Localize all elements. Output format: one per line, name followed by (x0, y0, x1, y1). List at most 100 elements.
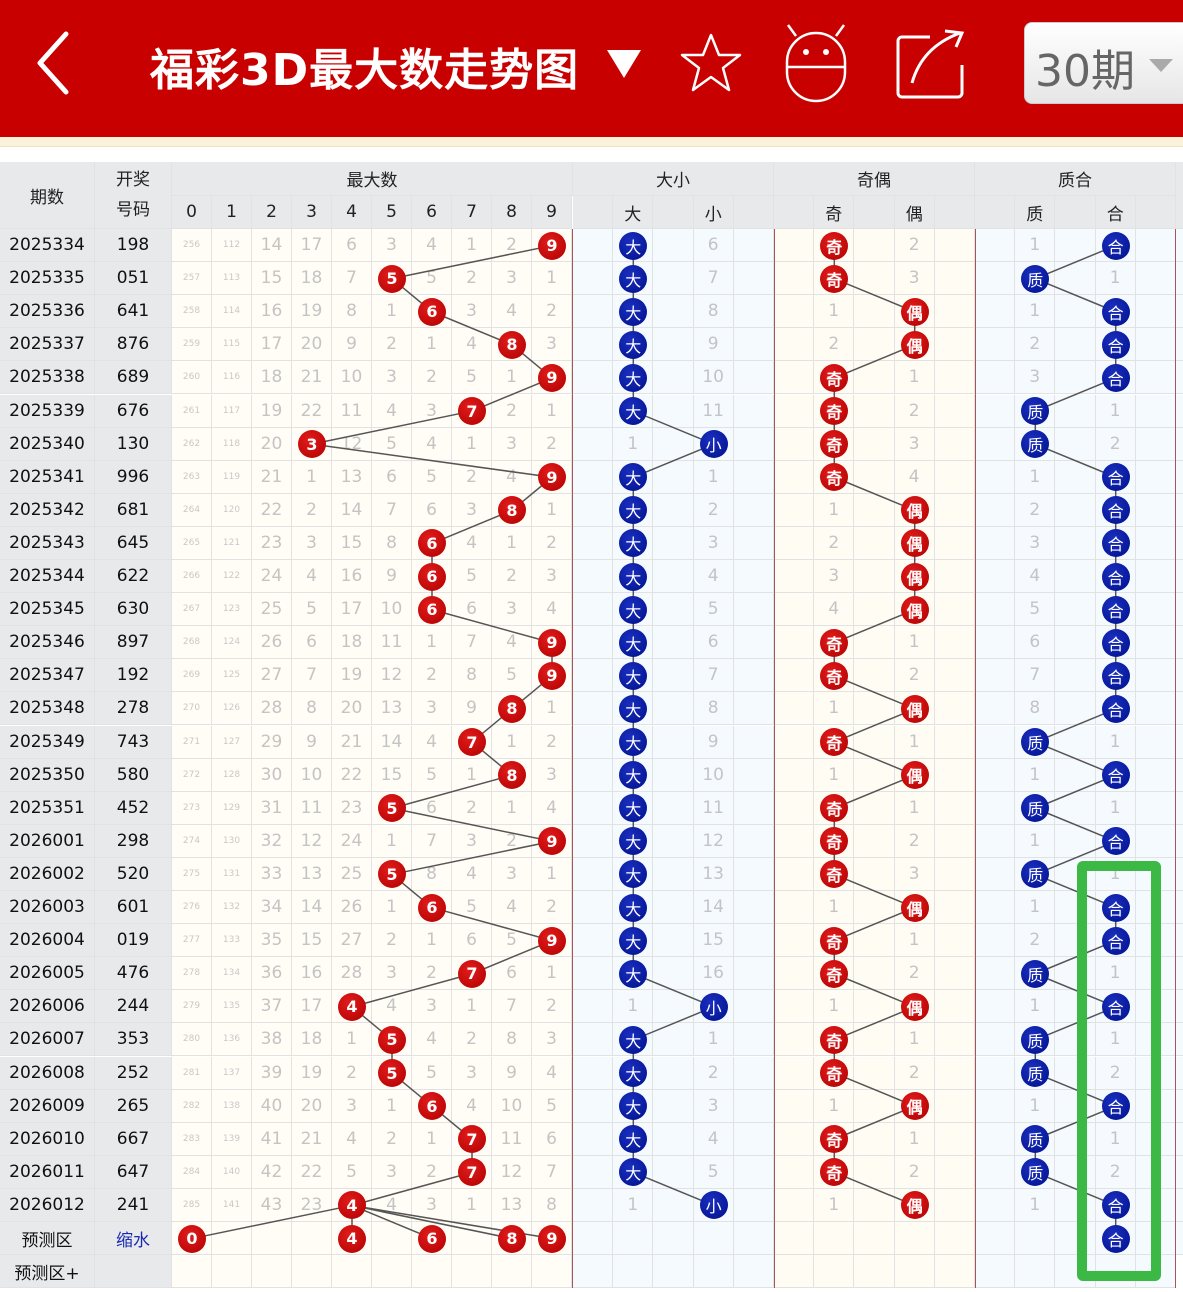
forecast-plus-cell[interactable] (252, 1255, 292, 1289)
miss-cell-1: 122 (212, 560, 252, 594)
max-digit-ball: 5 (378, 264, 406, 293)
forecast-plus-cell[interactable] (452, 1255, 492, 1289)
forecast-plus-cell[interactable] (934, 1255, 975, 1289)
forecast-cell[interactable] (653, 1222, 694, 1256)
forecast-cell[interactable] (452, 1222, 492, 1256)
miss-cell-6: 1 (412, 1122, 452, 1156)
pc-cell (1055, 361, 1096, 395)
pc-cell (1135, 824, 1176, 858)
shrink-link[interactable]: 缩水 (95, 1222, 172, 1256)
issue-cell: 2025344 (0, 560, 95, 594)
forecast-cell[interactable] (894, 1222, 935, 1256)
miss-cell-3: 10 (292, 758, 332, 792)
forecast-plus-cell[interactable] (814, 1255, 855, 1289)
forecast-plus-cell[interactable] (854, 1255, 895, 1289)
extra-cell (1176, 1122, 1183, 1156)
miss-cell-6: 8 (412, 857, 452, 891)
forecast-plus-cell[interactable] (613, 1255, 654, 1289)
miss-cell-4: 1 (332, 1023, 372, 1057)
forecast-cell[interactable] (1055, 1222, 1096, 1256)
forecast-plus-cell[interactable] (894, 1255, 935, 1289)
miss-cell-5: 11 (372, 626, 412, 660)
forecast-plus-cell[interactable] (172, 1255, 212, 1289)
robot-icon[interactable] (780, 20, 852, 104)
max-digit-ball: 6 (418, 562, 446, 591)
col-header-pc-0: 质 (1015, 196, 1056, 229)
bs-cell (653, 891, 694, 925)
forecast-plus-cell[interactable] (693, 1255, 734, 1289)
oe-cell: 1 (894, 1122, 935, 1156)
bs-ball: 小 (699, 1191, 728, 1220)
issue-cell: 2025346 (0, 626, 95, 660)
forecast-cell[interactable] (212, 1222, 252, 1256)
issue-cell: 2025336 (0, 295, 95, 329)
miss-cell-9: 4 (532, 1056, 572, 1090)
bs-cell (573, 758, 614, 792)
extra-cell (1176, 758, 1183, 792)
star-icon[interactable] (678, 30, 744, 96)
bs-cell: 8 (693, 295, 734, 329)
pc-cell (975, 891, 1016, 925)
bs-cell (733, 626, 774, 660)
oe-cell: 1 (814, 493, 855, 527)
bs-cell (573, 328, 614, 362)
forecast-plus-cell[interactable] (532, 1255, 572, 1289)
miss-cell-9: 8 (532, 1188, 572, 1222)
forecast-cell[interactable] (573, 1222, 614, 1256)
forecast-cell[interactable] (814, 1222, 855, 1256)
bs-ball: 大 (619, 297, 648, 326)
forecast-cell[interactable] (934, 1222, 975, 1256)
forecast-plus-cell[interactable] (412, 1255, 452, 1289)
oe-cell: 1 (814, 891, 855, 925)
bs-cell (733, 526, 774, 560)
oe-cell: 3 (894, 857, 935, 891)
forecast-plus-cell[interactable] (292, 1255, 332, 1289)
oe-cell (934, 824, 975, 858)
miss-cell-7: 2 (452, 1023, 492, 1057)
oe-cell (774, 1188, 815, 1222)
forecast-plus-cell[interactable] (492, 1255, 532, 1289)
forecast-plus-cell[interactable] (573, 1255, 614, 1289)
oe-cell (854, 1122, 895, 1156)
oe-cell (934, 1188, 975, 1222)
forecast-plus-cell[interactable] (774, 1255, 815, 1289)
miss-cell-6: 7 (412, 824, 452, 858)
forecast-cell[interactable] (292, 1222, 332, 1256)
share-icon[interactable] (890, 25, 970, 100)
notice-strip (0, 137, 1183, 147)
pc-cell (1055, 791, 1096, 825)
miss-cell-6: 5 (412, 758, 452, 792)
forecast-cell[interactable] (693, 1222, 734, 1256)
forecast-cell[interactable] (774, 1222, 815, 1256)
forecast-cell[interactable] (733, 1222, 774, 1256)
forecast-plus-cell[interactable] (372, 1255, 412, 1289)
dropdown-triangle-icon[interactable] (607, 50, 641, 78)
forecast-plus-cell[interactable] (1015, 1255, 1056, 1289)
back-icon[interactable] (30, 28, 80, 98)
forecast-cell[interactable] (1015, 1222, 1056, 1256)
forecast-cell[interactable] (975, 1222, 1016, 1256)
forecast-plus-cell[interactable] (212, 1255, 252, 1289)
forecast-plus-cell[interactable] (733, 1255, 774, 1289)
bs-ball: 大 (619, 330, 648, 359)
forecast-plus-cell[interactable] (653, 1255, 694, 1289)
miss-cell-7: 7 (452, 626, 492, 660)
forecast-plus-label: 预测区+ (0, 1255, 95, 1289)
forecast-cell[interactable] (854, 1222, 895, 1256)
bs-cell (733, 791, 774, 825)
forecast-cell[interactable] (613, 1222, 654, 1256)
miss-cell-0: 264 (172, 493, 212, 527)
forecast-cell[interactable] (252, 1222, 292, 1256)
bs-cell (573, 891, 614, 925)
bs-cell (653, 262, 694, 296)
forecast-plus-cell[interactable] (975, 1255, 1016, 1289)
forecast-cell[interactable] (372, 1222, 412, 1256)
oe-cell (774, 626, 815, 660)
period-select[interactable]: 30期 (1024, 22, 1183, 104)
page-title[interactable]: 福彩3D最大数走势图 (150, 45, 580, 96)
miss-cell-3: 17 (292, 990, 332, 1024)
miss-cell-4: 19 (332, 659, 372, 693)
forecast-plus-cell[interactable] (332, 1255, 372, 1289)
miss-cell-4: 14 (332, 493, 372, 527)
miss-cell-6: 5 (412, 1056, 452, 1090)
